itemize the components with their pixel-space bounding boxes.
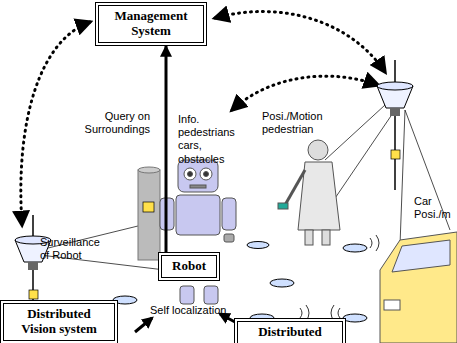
pillar (138, 167, 160, 260)
annotation: Surveillance of Robot (40, 236, 106, 262)
system-box: Distributed Vision system (0, 300, 118, 343)
dotted-link (21, 22, 90, 225)
dotted-link (215, 12, 385, 72)
box-title: Distributed Vision system (9, 307, 109, 337)
system-box: Distributed (234, 318, 346, 343)
annotation: Self localization (150, 304, 240, 317)
arrow-connector (165, 46, 168, 252)
annotation: Car Posi./m (414, 195, 454, 221)
camera (377, 60, 413, 190)
robot-figure (160, 160, 236, 304)
arrow (135, 318, 152, 332)
dotted-link (232, 76, 378, 110)
robot-box: Robot (158, 252, 220, 281)
annotation: Posi./Motion pedestrian (262, 110, 342, 136)
pedestrian-figure (278, 140, 340, 245)
car-figure (380, 232, 457, 343)
annotation: Info. pedestrians cars, obstacles (178, 113, 238, 166)
floor-sensor (113, 242, 367, 323)
box-title: Management System (104, 9, 198, 39)
box-title: Distributed (243, 325, 337, 340)
system-box: Management System (95, 2, 207, 46)
box-title: Robot (167, 259, 211, 274)
annotation: Query on Surroundings (60, 110, 150, 136)
